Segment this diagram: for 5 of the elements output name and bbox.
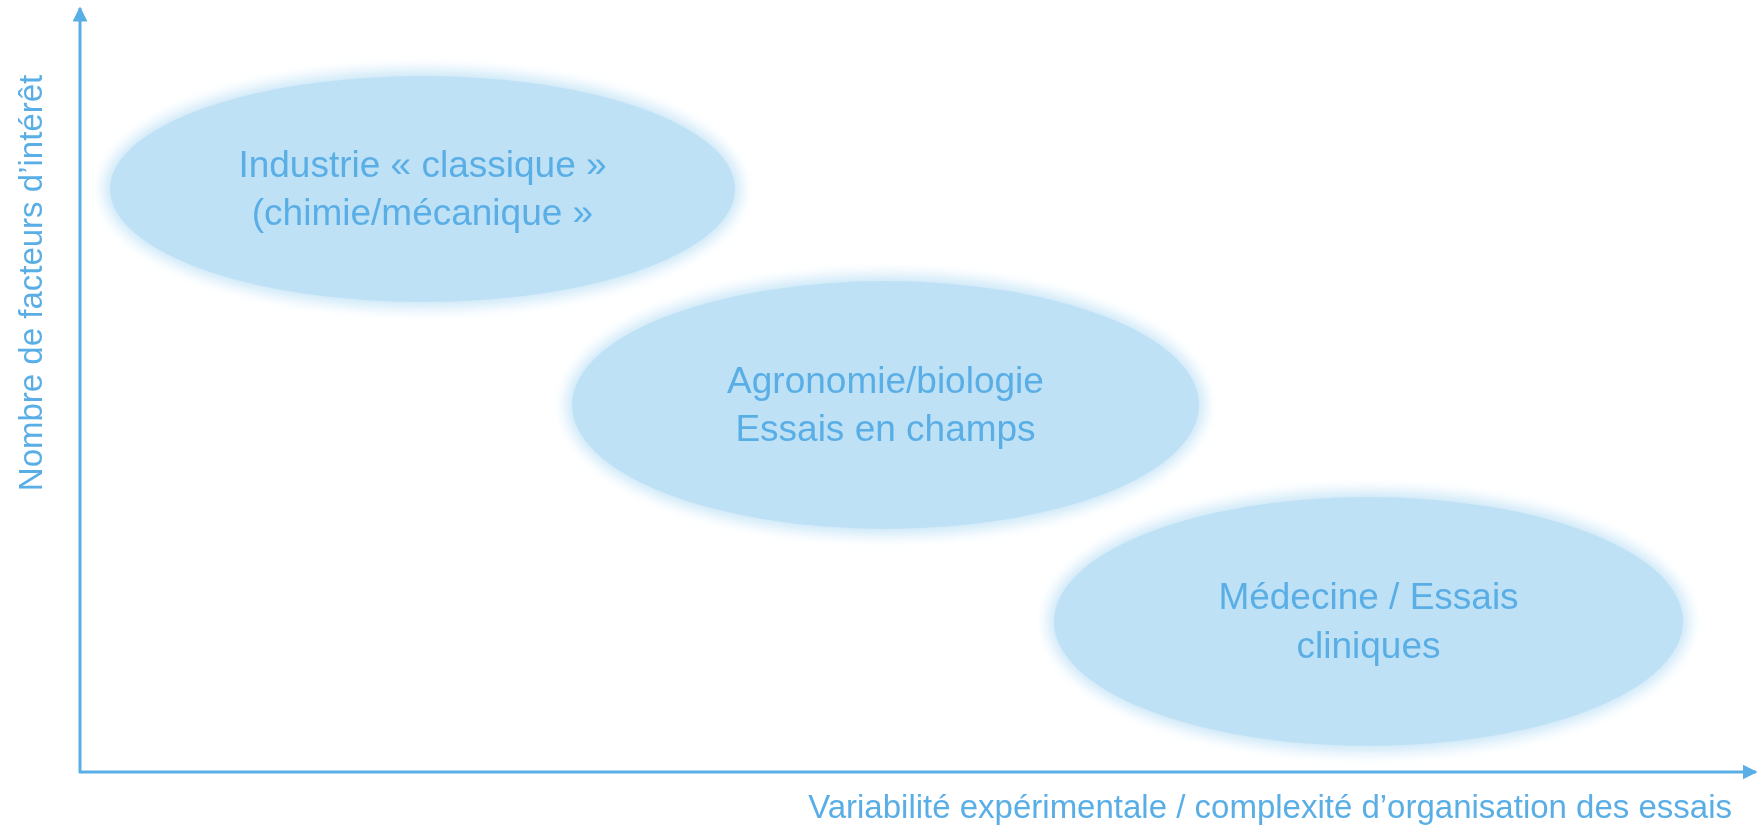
axis-title: Nombre de facteurs d’intérêt xyxy=(12,74,51,492)
region-label: Industrie « classique » (chimie/mécanique » xyxy=(237,142,608,235)
region-label: Médecine / Essais cliniques xyxy=(1217,575,1520,668)
region-label: Agronomie/biologie Essais en champs xyxy=(726,358,1045,451)
axis-title: Variabilité expérimentale / complexité d’organisation des essais xyxy=(808,788,1732,826)
